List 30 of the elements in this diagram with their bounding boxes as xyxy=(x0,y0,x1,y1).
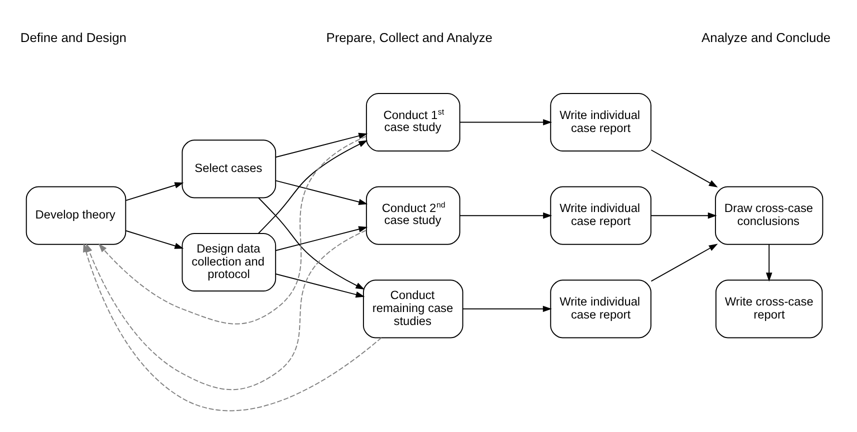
arrow xyxy=(650,244,718,282)
arrow xyxy=(275,274,365,298)
label: Analyze and Conclude xyxy=(702,30,831,46)
node-box: Draw cross-case conclusions xyxy=(714,186,824,245)
arrow xyxy=(258,140,368,234)
arrow xyxy=(460,119,552,126)
node-box: Select cases xyxy=(182,140,276,198)
node-box: Write individual case report xyxy=(550,280,652,338)
node-box: Conduct 1$^{st}$ case study xyxy=(366,92,460,152)
node-box: Write individual case report xyxy=(550,92,652,152)
node-box: Write cross-case report xyxy=(715,280,823,338)
node-box: Conduct remaining case studies xyxy=(362,280,464,338)
node-box: Develop theory xyxy=(26,186,126,245)
node-box: Conduct 2$^{nd}$ case study xyxy=(366,186,460,245)
label: Prepare, Collect and Analyze xyxy=(326,30,492,46)
label: Define and Design xyxy=(20,30,126,46)
arrow xyxy=(126,230,184,249)
node-box: Design data collection and protocol xyxy=(182,232,276,292)
arrow xyxy=(650,150,718,188)
arrow xyxy=(766,244,772,282)
arrow xyxy=(275,132,368,158)
arrow xyxy=(258,197,365,290)
arrow xyxy=(462,306,552,312)
arrow xyxy=(275,226,368,251)
arrow xyxy=(275,180,368,205)
arrow xyxy=(650,212,717,219)
arrow xyxy=(98,136,367,324)
arrow xyxy=(126,182,184,201)
node-box: Write individual case report xyxy=(550,186,652,245)
arrow xyxy=(460,212,552,219)
